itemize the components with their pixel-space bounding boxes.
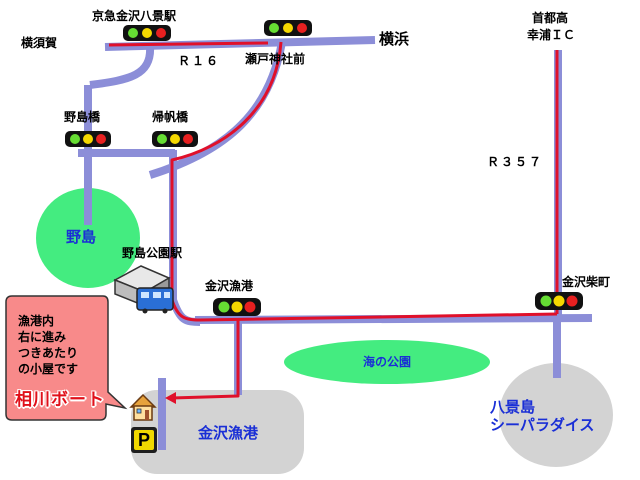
traffic-light-icon [65, 131, 111, 147]
yokohama-label: 横浜 [379, 30, 410, 48]
nojima-bridge-label: 野島橋 [64, 110, 101, 124]
hakkeijima-label: 八景島 [490, 398, 536, 416]
umi-park [284, 340, 490, 384]
nojima-label: 野島 [66, 228, 97, 246]
boathouse-icon [129, 393, 157, 421]
callout-text: 漁港内 右に進み つきあたり の小屋です 相川ボート [6, 297, 107, 421]
keikyu-station-label: 京急金沢八景駅 [92, 9, 177, 23]
shuto-label: 首都高 [532, 11, 569, 25]
r357-label: Ｒ３５７ [487, 155, 544, 169]
parking-icon: P [131, 427, 157, 453]
hakkeijima-island [499, 363, 613, 467]
traffic-light-icon [213, 298, 261, 316]
nojima-park-station-label: 野島公園駅 [122, 246, 183, 260]
seto-shrine-label: 瀬戸神社前 [245, 52, 306, 66]
traffic-light-icon [264, 20, 312, 36]
kanazawa-shibamachi-label: 金沢柴町 [562, 275, 611, 289]
callout-line: 右に進み [18, 330, 67, 344]
nojima-island [36, 188, 140, 288]
kanazawa-port-area [131, 390, 304, 474]
traffic-light-icon [535, 292, 583, 310]
parking-symbol: P [134, 430, 154, 450]
kanazawa-port-area-label: 金沢漁港 [198, 424, 259, 442]
kanazawa-port-signal-label: 金沢漁港 [205, 279, 254, 293]
traffic-light-icon [152, 131, 198, 147]
sachiura-ic-label: 幸浦ＩＣ [527, 28, 576, 42]
hanbo-bridge-label: 帰帆橋 [152, 110, 189, 124]
callout-bubble [5, 295, 128, 421]
callout-line: 漁港内 [18, 314, 55, 328]
callout-line: つきあたり [18, 346, 79, 360]
traffic-light-icon [123, 25, 171, 41]
r16-label: Ｒ１６ [178, 54, 221, 68]
sea-paradise-label: シーパラダイス [490, 416, 595, 434]
route [108, 41, 559, 400]
yokosuka-label: 横須賀 [21, 36, 58, 50]
callout-line: の小屋です [18, 362, 79, 376]
route-arrow-icon [165, 392, 176, 404]
train-icon [113, 265, 174, 314]
umi-park-label: 海の公園 [363, 355, 412, 369]
aikawa-boat-brand: 相川ボート [15, 390, 105, 410]
